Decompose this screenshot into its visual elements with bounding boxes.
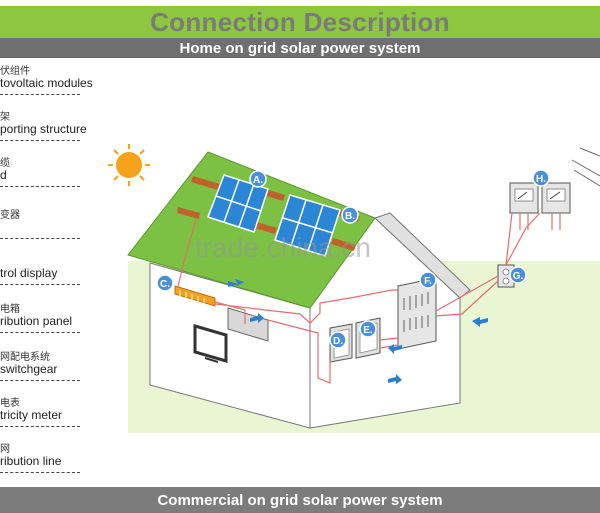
legend-divider [0,472,80,473]
sun-icon [108,144,150,186]
marker-g-label: G. [513,271,524,282]
legend-item-pv-modules: 伏组件 tovoltaic modules [0,62,120,106]
subtitle-bar: Home on grid solar power system [0,38,600,58]
legend-item-meter: 电表 tricity meter [0,394,120,438]
footer-bar: Commercial on grid solar power system [0,487,600,513]
marker-d-label: D. [333,336,343,347]
legend-en: ribution panel [0,314,73,328]
legend-divider [0,380,80,381]
legend-divider [0,94,80,95]
legend-divider [0,238,80,239]
legend-cn: 架 [0,112,10,123]
legend-en: switchgear [0,362,58,376]
legend-cn: 缆 [0,158,10,169]
monitor-stand [204,357,219,363]
monitor [193,324,228,363]
electricity-meter [497,264,515,288]
legend-item-inverter: 变器 [0,206,120,250]
switchgear [397,277,437,350]
grid-power-lines [571,147,600,187]
legend-item-structure: 架 porting structure [0,108,120,152]
marker-e-label: E. [363,325,373,336]
marker-c: C. [156,274,174,292]
legend-cn: 伏组件 [0,66,30,77]
marker-b: B. [341,206,359,224]
marker-f-label: F. [424,276,432,287]
pv-panel-b [274,194,341,257]
legend-en: trol display [0,266,58,280]
legend-divider [0,426,80,427]
marker-h-label: H. [536,174,546,185]
legend-divider [0,186,80,187]
legend-cn: 网 [0,444,10,455]
legend-item-distribution-panel: 电箱 ribution panel [0,300,120,344]
marker-d: D. [329,331,347,349]
watermark: trade.china.cn [195,232,371,263]
marker-g: G. [509,266,527,284]
legend-item-display: trol display [0,252,120,296]
marker-e: E. [359,320,377,338]
legend-item-grid-line: 网 ribution line [0,440,120,484]
marker-b-label: B. [345,211,355,222]
page-title: Connection Description [150,6,450,37]
marker-h: H. [532,169,550,187]
top-strip [0,0,600,6]
legend-cn: 电箱 [0,304,20,315]
legend-cn: 电表 [0,398,20,409]
legend-cn: 网配电系统 [0,352,50,363]
legend-en: tovoltaic modules [0,76,93,90]
legend-item-cable: 缆 d [0,154,120,198]
marker-c-label: C. [160,279,170,290]
legend-en: d [0,168,7,182]
legend-item-switchgear: 网配电系统 switchgear [0,348,120,392]
marker-a-label: A. [253,175,263,186]
legend-divider [0,332,80,333]
legend-en: tricity meter [0,408,63,422]
wiring [177,212,561,384]
control-display [227,307,269,342]
footer-label: Commercial on grid solar power system [157,491,443,509]
inverter [174,285,216,307]
roof-edge [374,212,471,299]
legend-divider [0,140,80,141]
legend-en: porting structure [0,122,87,136]
title-bar: Connection Description [0,6,600,38]
solar-house-diagram: A. B. C. D. E. F. G. H. [108,144,600,433]
legend-en: ribution line [0,454,62,468]
grid-meter-panel [509,182,571,214]
marker-a: A. [249,170,267,188]
page-subtitle: Home on grid solar power system [179,39,421,57]
legend-cn: 变器 [0,210,20,221]
legend-divider [0,284,80,285]
flow-arrows [228,279,488,384]
marker-f: F. [419,271,437,289]
